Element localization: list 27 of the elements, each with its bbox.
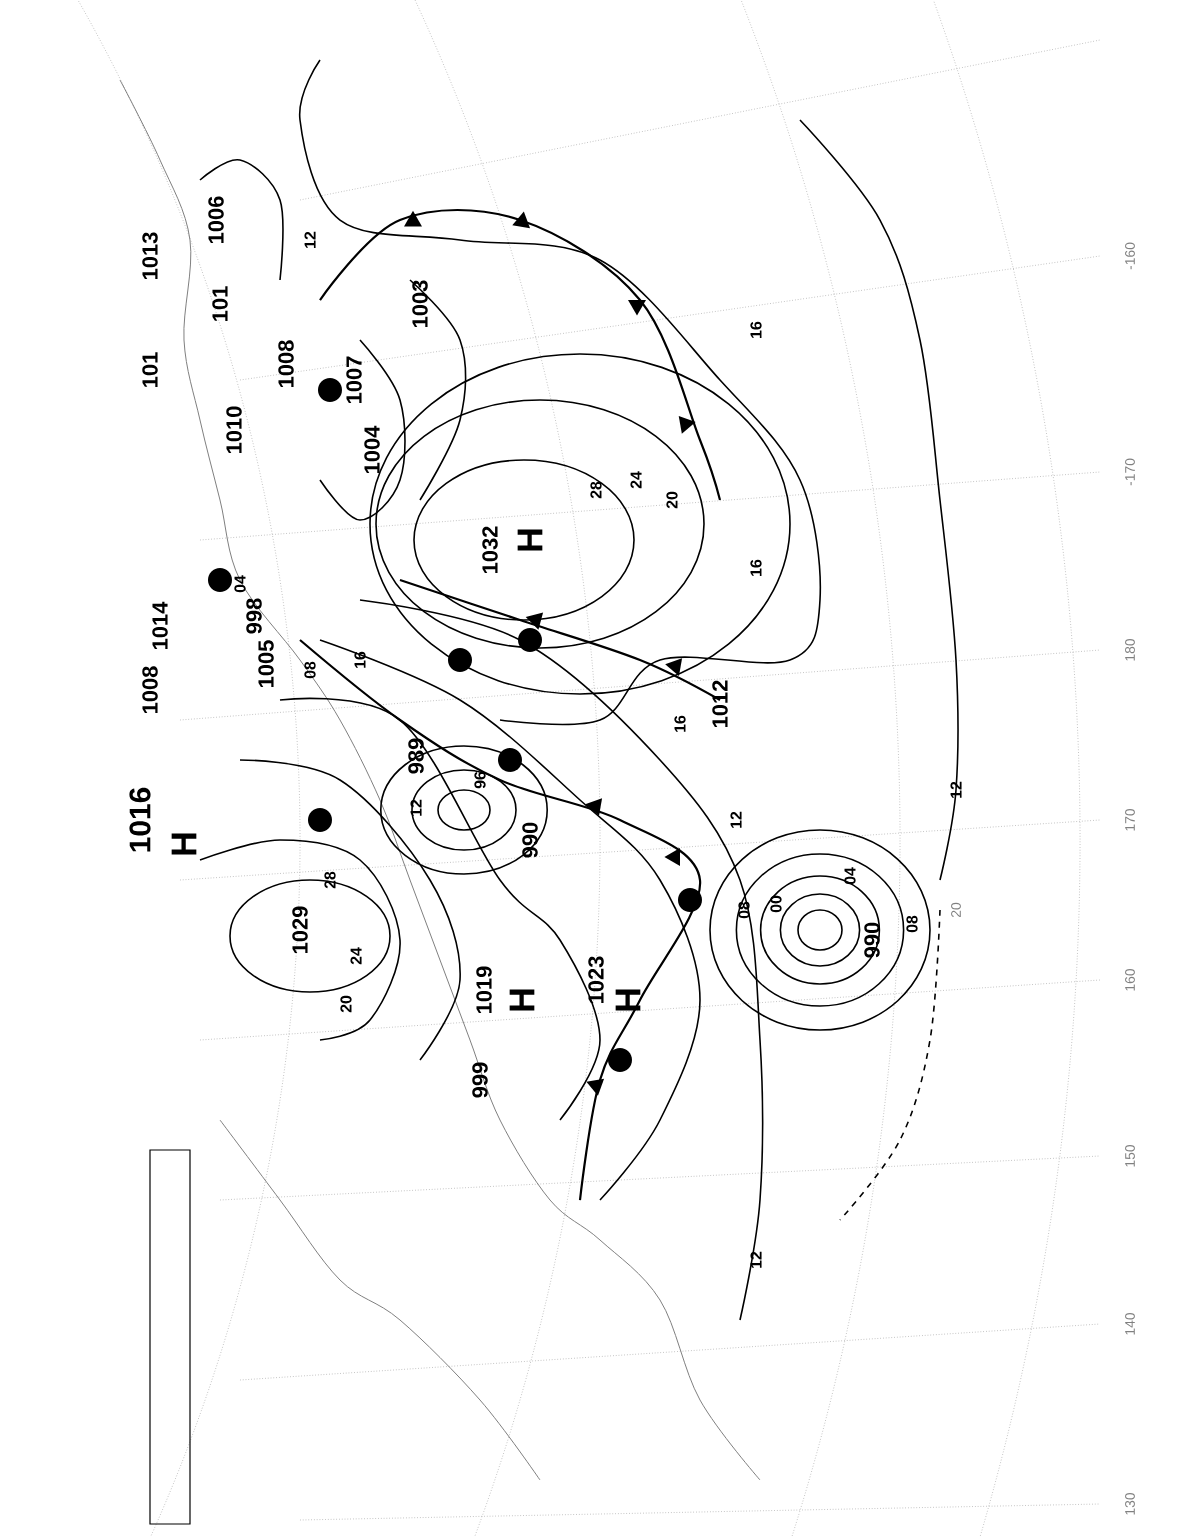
pressure-value: 1007 bbox=[346, 356, 362, 403]
pressure-value: 101 bbox=[142, 352, 158, 387]
pressure-center-letter: H bbox=[171, 833, 197, 855]
pressure-value: 990 bbox=[864, 922, 880, 958]
pressure-value: 1008 bbox=[278, 340, 294, 387]
pressure-value: 1029 bbox=[292, 906, 308, 953]
pressure-value: 101 bbox=[212, 286, 228, 321]
pressure-value: 1023 bbox=[588, 956, 604, 1003]
pressure-value: 1006 bbox=[208, 196, 224, 243]
pressure-value: 989 bbox=[408, 738, 424, 774]
pressure-center-letter: H bbox=[517, 529, 543, 551]
pressure-value: 1016 bbox=[129, 787, 151, 852]
pressure-value: 1013 bbox=[142, 232, 158, 279]
pressure-value: 1005 bbox=[258, 640, 274, 687]
pressure-value: 1004 bbox=[364, 425, 380, 473]
pressure-value: 1003 bbox=[412, 280, 428, 327]
pressure-center-letter: H bbox=[615, 989, 641, 1011]
pressure-value: 1032 bbox=[482, 526, 498, 573]
pressure-value: 998 bbox=[246, 598, 262, 634]
pressure-center-letter: H bbox=[509, 989, 535, 1011]
pressure-value: 1010 bbox=[226, 406, 242, 453]
pressure-value: 1019 bbox=[476, 966, 492, 1013]
pressure-value: 990 bbox=[522, 822, 538, 858]
pressure-value: 1014 bbox=[152, 601, 168, 649]
pressure-value: 1012 bbox=[712, 680, 728, 727]
pressure-value: 1008 bbox=[142, 666, 158, 713]
pressure-value: 999 bbox=[472, 1062, 488, 1098]
